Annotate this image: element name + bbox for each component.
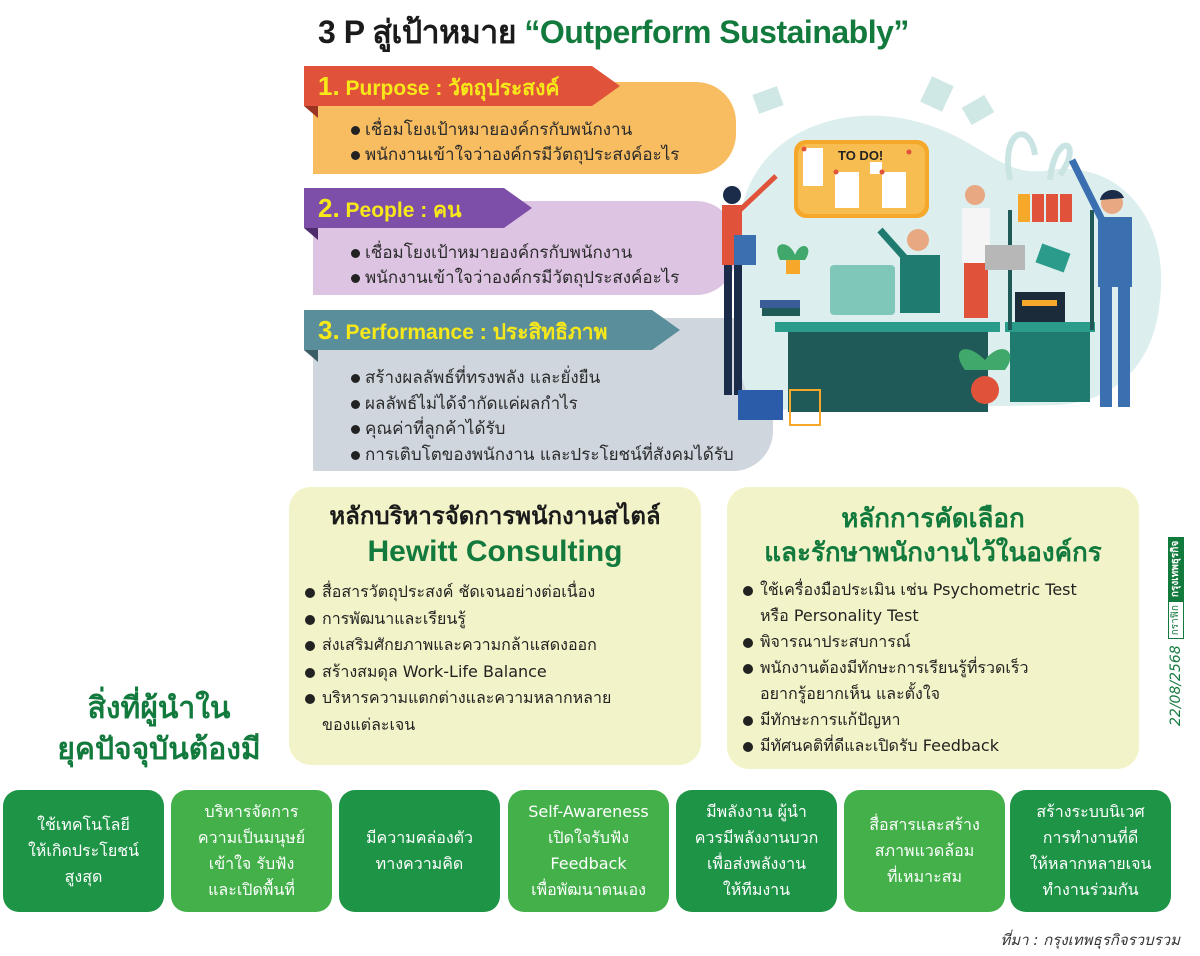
list-item: สร้างสมดุล Work-Life Balance xyxy=(305,659,685,686)
list-item: คุณค่าที่ลูกค้าได้รับ xyxy=(351,417,773,443)
bullet-icon xyxy=(743,586,753,596)
hewitt-consulting-box: หลักบริหารจัดการพนักงานสไตล์ Hewitt Cons… xyxy=(289,487,701,765)
trait-tile: สร้างระบบนิเวศ การทำงานที่ดี ให้หลากหลาย… xyxy=(1010,790,1171,912)
ribbon-fold xyxy=(304,350,318,362)
source-note: ที่มา : กรุงเทพธุรกิจรวบรวม xyxy=(1000,931,1180,949)
people-tab: 2. People : คน xyxy=(304,188,532,228)
list-item: ใช้เครื่องมือประเมิน เช่น Psychometric T… xyxy=(743,577,1123,629)
list-item: พนักงานเข้าใจว่าองค์กรมีวัตถุประสงค์อะไร xyxy=(351,266,736,291)
bullet-icon xyxy=(305,588,315,598)
hewitt-list: สื่อสารวัตถุประสงค์ ชัดเจนอย่างต่อเนื่อง… xyxy=(305,579,685,738)
bullet-icon xyxy=(351,425,360,435)
trait-tile: บริหารจัดการ ความเป็นมนุษย์ เข้าใจ รับฟั… xyxy=(171,790,332,912)
bullet-icon xyxy=(351,151,360,160)
title-prefix: 3 P สู่เป้าหมาย xyxy=(318,14,517,50)
bullet-icon xyxy=(305,614,315,625)
credit-brand: กรุงเทพธุรกิจ xyxy=(1168,536,1184,602)
trait-tile: สื่อสารและสร้าง สภาพแวดล้อม ที่เหมาะสม xyxy=(844,790,1005,912)
list-item: มีทักษะการแก้ปัญหา xyxy=(743,707,1123,733)
bullet-icon xyxy=(351,274,360,283)
list-item: เชื่อมโยงเป้าหมายองค์กรกับพนักงาน xyxy=(351,118,736,143)
bullet-icon xyxy=(351,450,360,460)
list-item: มีทัศนคติที่ดีและเปิดรับ Feedback xyxy=(743,733,1123,759)
list-item: พนักงานต้องมีทักษะการเรียนรู้ที่รวดเร็ว … xyxy=(743,655,1123,707)
list-item: การพัฒนาและเรียนรู้ xyxy=(305,606,685,633)
list-item: ส่งเสริมศักยภาพและความกล้าแสดงออก xyxy=(305,632,685,659)
bullet-icon xyxy=(743,638,753,648)
credit-date: 22/08/2568 xyxy=(1168,645,1184,726)
bullet-icon xyxy=(351,374,360,384)
list-item: เชื่อมโยงเป้าหมายองค์กรกับพนักงาน xyxy=(351,241,736,266)
selection-retention-box: หลักการคัดเลือก และรักษาพนักงานไว้ในองค์… xyxy=(727,487,1139,769)
graphic-credit: 22/08/2568 กราฟิก กรุงเทพธุรกิจ xyxy=(1160,516,1192,726)
trait-tile: Self-Awareness เปิดใจรับฟัง Feedback เพื… xyxy=(508,790,669,912)
list-item: พนักงานเข้าใจว่าองค์กรมีวัตถุประสงค์อะไร xyxy=(351,143,736,168)
credit-label: กราฟิก xyxy=(1168,601,1184,640)
bullet-icon xyxy=(305,667,315,678)
page-title: 3 P สู่เป้าหมาย “Outperform Sustainably” xyxy=(318,10,998,54)
bullet-icon xyxy=(351,249,360,258)
ribbon-fold xyxy=(304,228,318,240)
hewitt-title-line2: Hewitt Consulting xyxy=(367,535,623,568)
ribbon-fold xyxy=(304,106,318,118)
list-item: สื่อสารวัตถุประสงค์ ชัดเจนอย่างต่อเนื่อง xyxy=(305,579,685,606)
list-item: สร้างผลลัพธ์ที่ทรงพลัง และยั่งยืน xyxy=(351,366,773,392)
title-highlight: “Outperform Sustainably” xyxy=(524,14,909,50)
selection-list: ใช้เครื่องมือประเมิน เช่น Psychometric T… xyxy=(743,577,1123,759)
bullet-icon xyxy=(305,694,315,704)
list-item: การเติบโตของพนักงาน และประโยชน์ที่สังคมไ… xyxy=(351,443,773,469)
purpose-tab: 1. Purpose : วัตถุประสงค์ xyxy=(304,66,620,106)
trait-tile: ใช้เทคโนโลยี ให้เกิดประโยชน์ สูงสุด xyxy=(3,790,164,912)
office-scene-icon: TO DO! xyxy=(722,76,1162,426)
bullet-icon xyxy=(305,641,315,651)
bullet-icon xyxy=(351,126,360,135)
list-item: ผลลัพธ์ไม่ได้จำกัดแค่ผลกำไร xyxy=(351,392,773,418)
list-item: พิจารณาประสบการณ์ xyxy=(743,629,1123,655)
performance-tab: 3. Performance : ประสิทธิภาพ xyxy=(304,310,680,350)
selection-title-line1: หลักการคัดเลือก xyxy=(841,503,1025,533)
bullet-icon xyxy=(743,664,753,674)
trait-tile: มีพลังงาน ผู้นำ ควรมีพลังงานบวก เพื่อส่ง… xyxy=(676,790,837,912)
leader-heading: สิ่งที่ผู้นำใน ยุคปัจจุบันต้องมี xyxy=(57,692,261,766)
bullet-icon xyxy=(743,716,753,726)
list-item: บริหารความแตกต่างและความหลากหลาย ของแต่ล… xyxy=(305,685,685,738)
office-team-illustration: TO DO! xyxy=(700,60,1200,460)
selection-title-line2: และรักษาพนักงานไว้ในองค์กร xyxy=(764,537,1102,567)
svg-text:TO DO!: TO DO! xyxy=(838,148,883,163)
bullet-icon xyxy=(351,399,360,409)
leader-traits: ใช้เทคโนโลยี ให้เกิดประโยชน์ สูงสุด บริห… xyxy=(3,790,1195,912)
bullet-icon xyxy=(743,742,753,752)
hewitt-title-line1: หลักบริหารจัดการพนักงานสไตล์ xyxy=(329,503,661,530)
trait-tile: มีความคล่องตัว ทางความคิด xyxy=(339,790,500,912)
